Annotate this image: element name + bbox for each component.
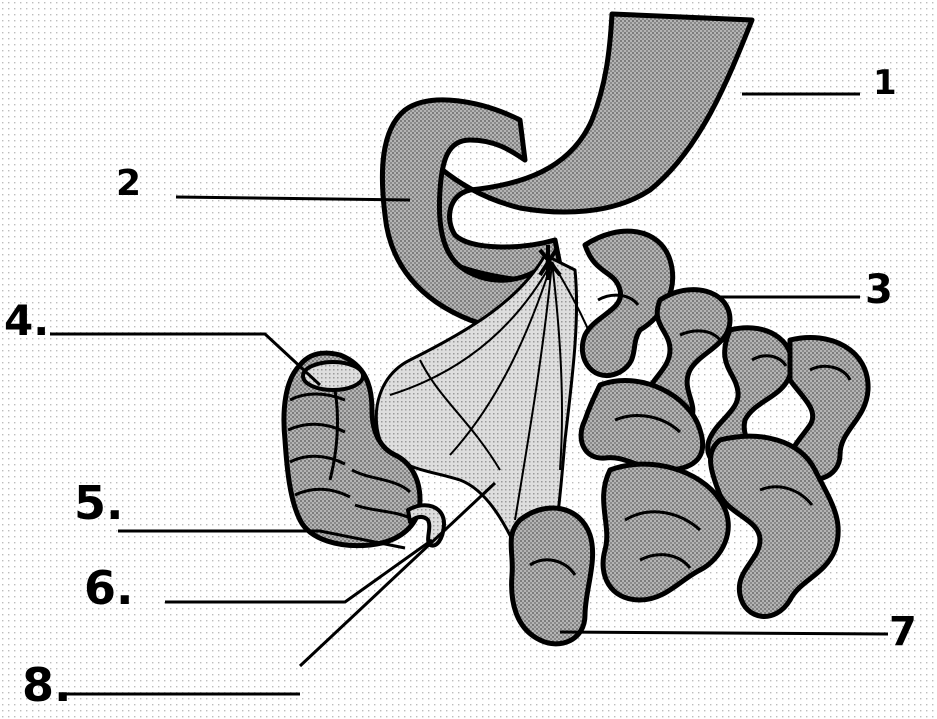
label-4: 4. [4,300,49,342]
label-7: 7 [889,612,917,652]
label-2: 2 [116,166,141,202]
stomach [404,14,752,280]
leader-line-4 [50,334,320,385]
label-8: 8. [22,662,71,708]
leader-line-2 [176,197,410,200]
leader-line-7 [560,632,888,634]
label-5: 5. [74,480,123,526]
leader-line-6 [165,540,432,602]
label-3: 3 [865,270,893,310]
label-6: 6. [84,565,133,611]
label-1: 1 [873,66,897,100]
